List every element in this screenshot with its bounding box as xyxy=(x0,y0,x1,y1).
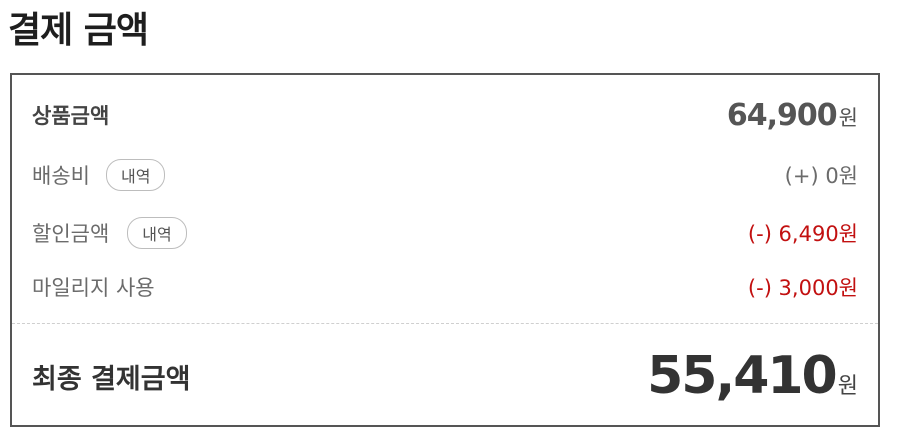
mileage-label: 마일리지 사용 xyxy=(32,276,155,300)
discount-amount-left: 할인금액 내역 xyxy=(32,217,187,249)
page-title: 결제 금액 xyxy=(8,10,149,51)
discount-amount-label: 할인금액 xyxy=(32,222,110,246)
product-amount-label: 상품금액 xyxy=(32,104,110,128)
product-amount-value: 64,900 원 xyxy=(727,98,858,133)
dashed-divider xyxy=(12,323,878,324)
discount-amount-value: (-) 6,490원 xyxy=(747,222,858,246)
mileage-value: (-) 3,000원 xyxy=(747,276,858,300)
shipping-fee-label: 배송비 xyxy=(32,164,90,188)
mileage-row: 마일리지 사용 (-) 3,000원 xyxy=(32,267,858,307)
final-amount-row: 최종 결제금액 55,410 원 xyxy=(32,337,858,415)
product-amount-number: 64,900 xyxy=(726,97,838,133)
shipping-detail-button[interactable]: 내역 xyxy=(105,159,166,191)
payment-box: 상품금액 64,900 원 배송비 내역 (+) 0원 할인금액 내역 (-) … xyxy=(10,73,880,427)
shipping-fee-left: 배송비 내역 xyxy=(32,159,166,191)
discount-detail-button[interactable]: 내역 xyxy=(127,217,187,249)
final-amount-number: 55,410 xyxy=(647,346,838,406)
product-amount-row: 상품금액 64,900 원 xyxy=(32,95,858,135)
final-amount-unit: 원 xyxy=(837,374,858,399)
final-amount-label: 최종 결제금액 xyxy=(32,363,191,395)
final-amount-value: 55,410 원 xyxy=(647,346,858,406)
shipping-fee-row: 배송비 내역 (+) 0원 xyxy=(32,155,858,195)
discount-amount-row: 할인금액 내역 (-) 6,490원 xyxy=(32,213,858,253)
shipping-fee-value: (+) 0원 xyxy=(784,164,858,188)
product-amount-unit: 원 xyxy=(838,105,858,130)
